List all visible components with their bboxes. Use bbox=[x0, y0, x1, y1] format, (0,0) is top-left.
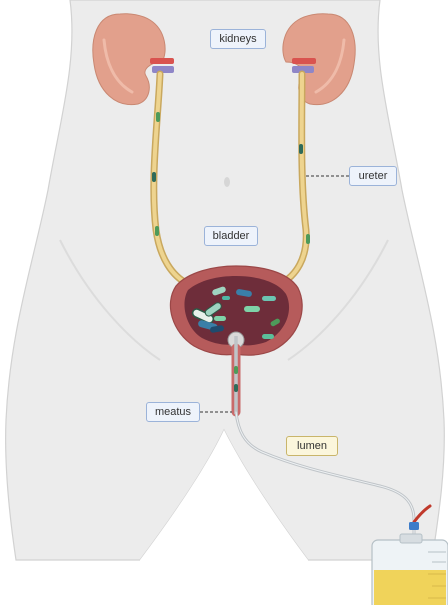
ureter-bacterium bbox=[299, 144, 303, 154]
ureter-bacterium bbox=[156, 112, 160, 122]
label-kidneys: kidneys bbox=[210, 29, 266, 49]
ureter-bacterium bbox=[306, 234, 310, 244]
ureter-bacterium bbox=[152, 172, 156, 182]
navel bbox=[224, 177, 230, 187]
label-ureter: ureter bbox=[349, 166, 397, 186]
drainage-bag bbox=[372, 534, 448, 605]
label-bladder: bladder bbox=[204, 226, 258, 246]
catheter-port-blue bbox=[409, 522, 419, 530]
ureter-bacterium bbox=[155, 226, 159, 236]
urethra-bacterium bbox=[234, 366, 238, 374]
left-hilum-vein bbox=[152, 66, 174, 73]
urethra-bacterium bbox=[234, 384, 238, 392]
label-meatus: meatus bbox=[146, 402, 200, 422]
right-hilum-vessel bbox=[292, 58, 316, 64]
left-hilum-vessel bbox=[150, 58, 174, 64]
label-lumen: lumen bbox=[286, 436, 338, 456]
